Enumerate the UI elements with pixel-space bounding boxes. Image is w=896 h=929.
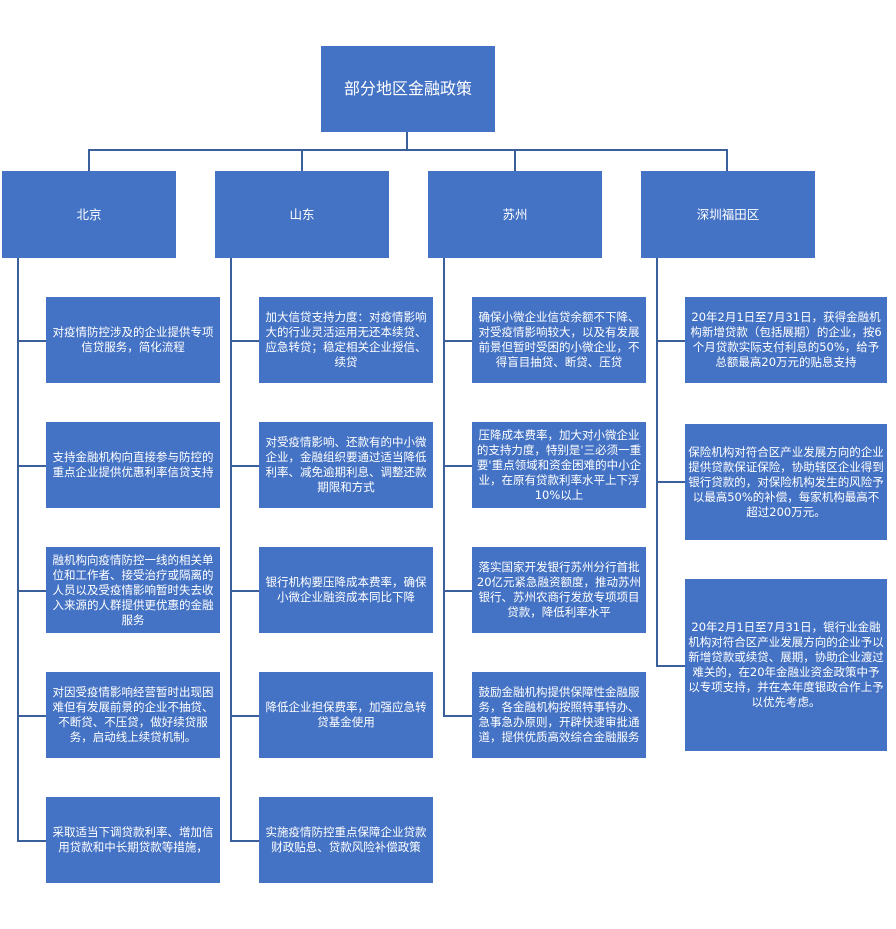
policy-text: 支持金融机构向直接参与防控的重点企业提供优惠利率信贷支持: [52, 450, 214, 479]
connector-beijing-branch: [17, 465, 46, 467]
policy-text: 加大信贷支持力度：对疫情影响大的行业灵活运用无还本续贷、应急转贷；稳定相关企业授…: [265, 310, 427, 369]
policy-node: 鼓励金融机构提供保障性金融服务，各金融机构按照特事特办、急事急办原则，开辟快速审…: [472, 672, 646, 758]
policy-node: 加大信贷支持力度：对疫情影响大的行业灵活运用无还本续贷、应急转贷；稳定相关企业授…: [259, 297, 433, 383]
connector-futian-branch: [656, 340, 685, 342]
connector-suzhou-spine: [443, 258, 445, 716]
connector-beijing-branch: [17, 715, 46, 717]
region-label: 苏州: [502, 207, 528, 222]
policy-node: 确保小微企业信贷余额不下降、对受疫情影响较大，以及有发展前景但暂时受困的小微企业…: [472, 297, 646, 383]
policy-text: 采取适当下调贷款利率、增加信用贷款和中长期贷款等措施，: [52, 825, 214, 854]
policy-text: 银行机构要压降成本费率，确保小微企业融资成本同比下降: [265, 575, 427, 604]
connector-suzhou-branch: [443, 715, 472, 717]
connector-futian-branch: [656, 665, 685, 667]
policy-node: 对疫情防控涉及的企业提供专项信贷服务，简化流程: [46, 297, 220, 383]
policy-text: 压降成本费率，加大对小微企业的支持力度，特别是'三必须一重要'重点领域和资金困难…: [476, 427, 642, 502]
connector-suzhou-drop: [514, 149, 516, 171]
policy-node: 采取适当下调贷款利率、增加信用贷款和中长期贷款等措施，: [46, 797, 220, 883]
connector-shandong-spine: [230, 258, 232, 841]
policy-node: 实施疫情防控重点保障企业贷款财政贴息、贷款风险补偿政策: [259, 797, 433, 883]
policy-node: 对受疫情影响、还款有的中小微企业，金融组织要通过适当降低利率、减免逾期利息、调整…: [259, 422, 433, 508]
policy-node: 降低企业担保费率，加强应急转贷基金使用: [259, 672, 433, 758]
connector-root-stem: [406, 131, 408, 150]
connector-shandong-branch: [230, 465, 259, 467]
policy-text: 对受疫情影响、还款有的中小微企业，金融组织要通过适当降低利率、减免逾期利息、调整…: [265, 435, 427, 494]
connector-futian-drop: [726, 149, 728, 171]
connector-shandong-drop: [301, 149, 303, 171]
policy-node: 20年2月1日至7月31日，获得金融机构新增贷款（包括展期）的企业，按6个月贷款…: [685, 297, 887, 383]
policy-text: 落实国家开发银行苏州分行首批20亿元紧急融资额度，推动苏州银行、苏州农商行发放专…: [476, 560, 642, 619]
policy-node: 对因受疫情影响经营暂时出现困难但有发展前景的企业不抽贷、不断贷、不压贷，做好续贷…: [46, 672, 220, 758]
connector-beijing-spine: [17, 258, 19, 841]
connector-futian-branch: [656, 481, 685, 483]
policy-node: 20年2月1日至7月31日，银行业金融机构对符合区产业发展方向的企业予以新增贷款…: [685, 579, 887, 751]
policy-text: 确保小微企业信贷余额不下降、对受疫情影响较大，以及有发展前景但暂时受困的小微企业…: [478, 310, 640, 369]
policy-text: 对疫情防控涉及的企业提供专项信贷服务，简化流程: [52, 325, 214, 354]
connector-shandong-branch: [230, 340, 259, 342]
region-node-futian: 深圳福田区: [641, 171, 815, 258]
root-node: 部分地区金融政策: [321, 46, 495, 132]
policy-node: 支持金融机构向直接参与防控的重点企业提供优惠利率信贷支持: [46, 422, 220, 508]
connector-shandong-branch: [230, 840, 259, 842]
connector-beijing-branch: [17, 840, 46, 842]
policy-text: 鼓励金融机构提供保障性金融服务，各金融机构按照特事特办、急事急办原则，开辟快速审…: [478, 685, 640, 744]
policy-node: 保险机构对符合区产业发展方向的企业提供贷款保证保险，协助辖区企业得到银行贷款的，…: [685, 424, 887, 540]
connector-shandong-branch: [230, 590, 259, 592]
connector-beijing-branch: [17, 340, 46, 342]
region-label: 北京: [76, 207, 102, 222]
connector-beijing-branch: [17, 590, 46, 592]
policy-text: 20年2月1日至7月31日，银行业金融机构对符合区产业发展方向的企业予以新增贷款…: [688, 620, 884, 709]
policy-text: 降低企业担保费率，加强应急转贷基金使用: [265, 700, 427, 729]
connector-beijing-drop: [88, 149, 90, 171]
connector-suzhou-branch: [443, 590, 472, 592]
region-node-shandong: 山东: [215, 171, 389, 258]
connector-suzhou-branch: [443, 340, 472, 342]
root-node-label: 部分地区金融政策: [343, 79, 472, 98]
policy-node: 压降成本费率，加大对小微企业的支持力度，特别是'三必须一重要'重点领域和资金困难…: [472, 422, 646, 508]
policy-text: 实施疫情防控重点保障企业贷款财政贴息、贷款风险补偿政策: [265, 825, 427, 854]
connector-level1-bus: [88, 149, 728, 151]
policy-node: 落实国家开发银行苏州分行首批20亿元紧急融资额度，推动苏州银行、苏州农商行发放专…: [472, 547, 646, 633]
policy-text: 对因受疫情影响经营暂时出现困难但有发展前景的企业不抽贷、不断贷、不压贷，做好续贷…: [52, 685, 214, 744]
policy-text: 20年2月1日至7月31日，获得金融机构新增贷款（包括展期）的企业，按6个月贷款…: [690, 310, 882, 369]
connector-futian-spine: [656, 258, 658, 666]
connector-shandong-branch: [230, 715, 259, 717]
policy-node: 融机构向疫情防控一线的相关单位和工作者、接受治疗或隔离的人员以及受疫情影响暂时失…: [46, 547, 220, 633]
region-node-beijing: 北京: [2, 171, 176, 258]
policy-node: 银行机构要压降成本费率，确保小微企业融资成本同比下降: [259, 547, 433, 633]
region-node-suzhou: 苏州: [428, 171, 602, 258]
policy-text: 融机构向疫情防控一线的相关单位和工作者、接受治疗或隔离的人员以及受疫情影响暂时失…: [52, 552, 214, 627]
policy-text: 保险机构对符合区产业发展方向的企业提供贷款保证保险，协助辖区企业得到银行贷款的，…: [688, 444, 884, 519]
region-label: 深圳福田区: [696, 207, 760, 222]
region-label: 山东: [289, 207, 315, 222]
connector-suzhou-branch: [443, 465, 472, 467]
